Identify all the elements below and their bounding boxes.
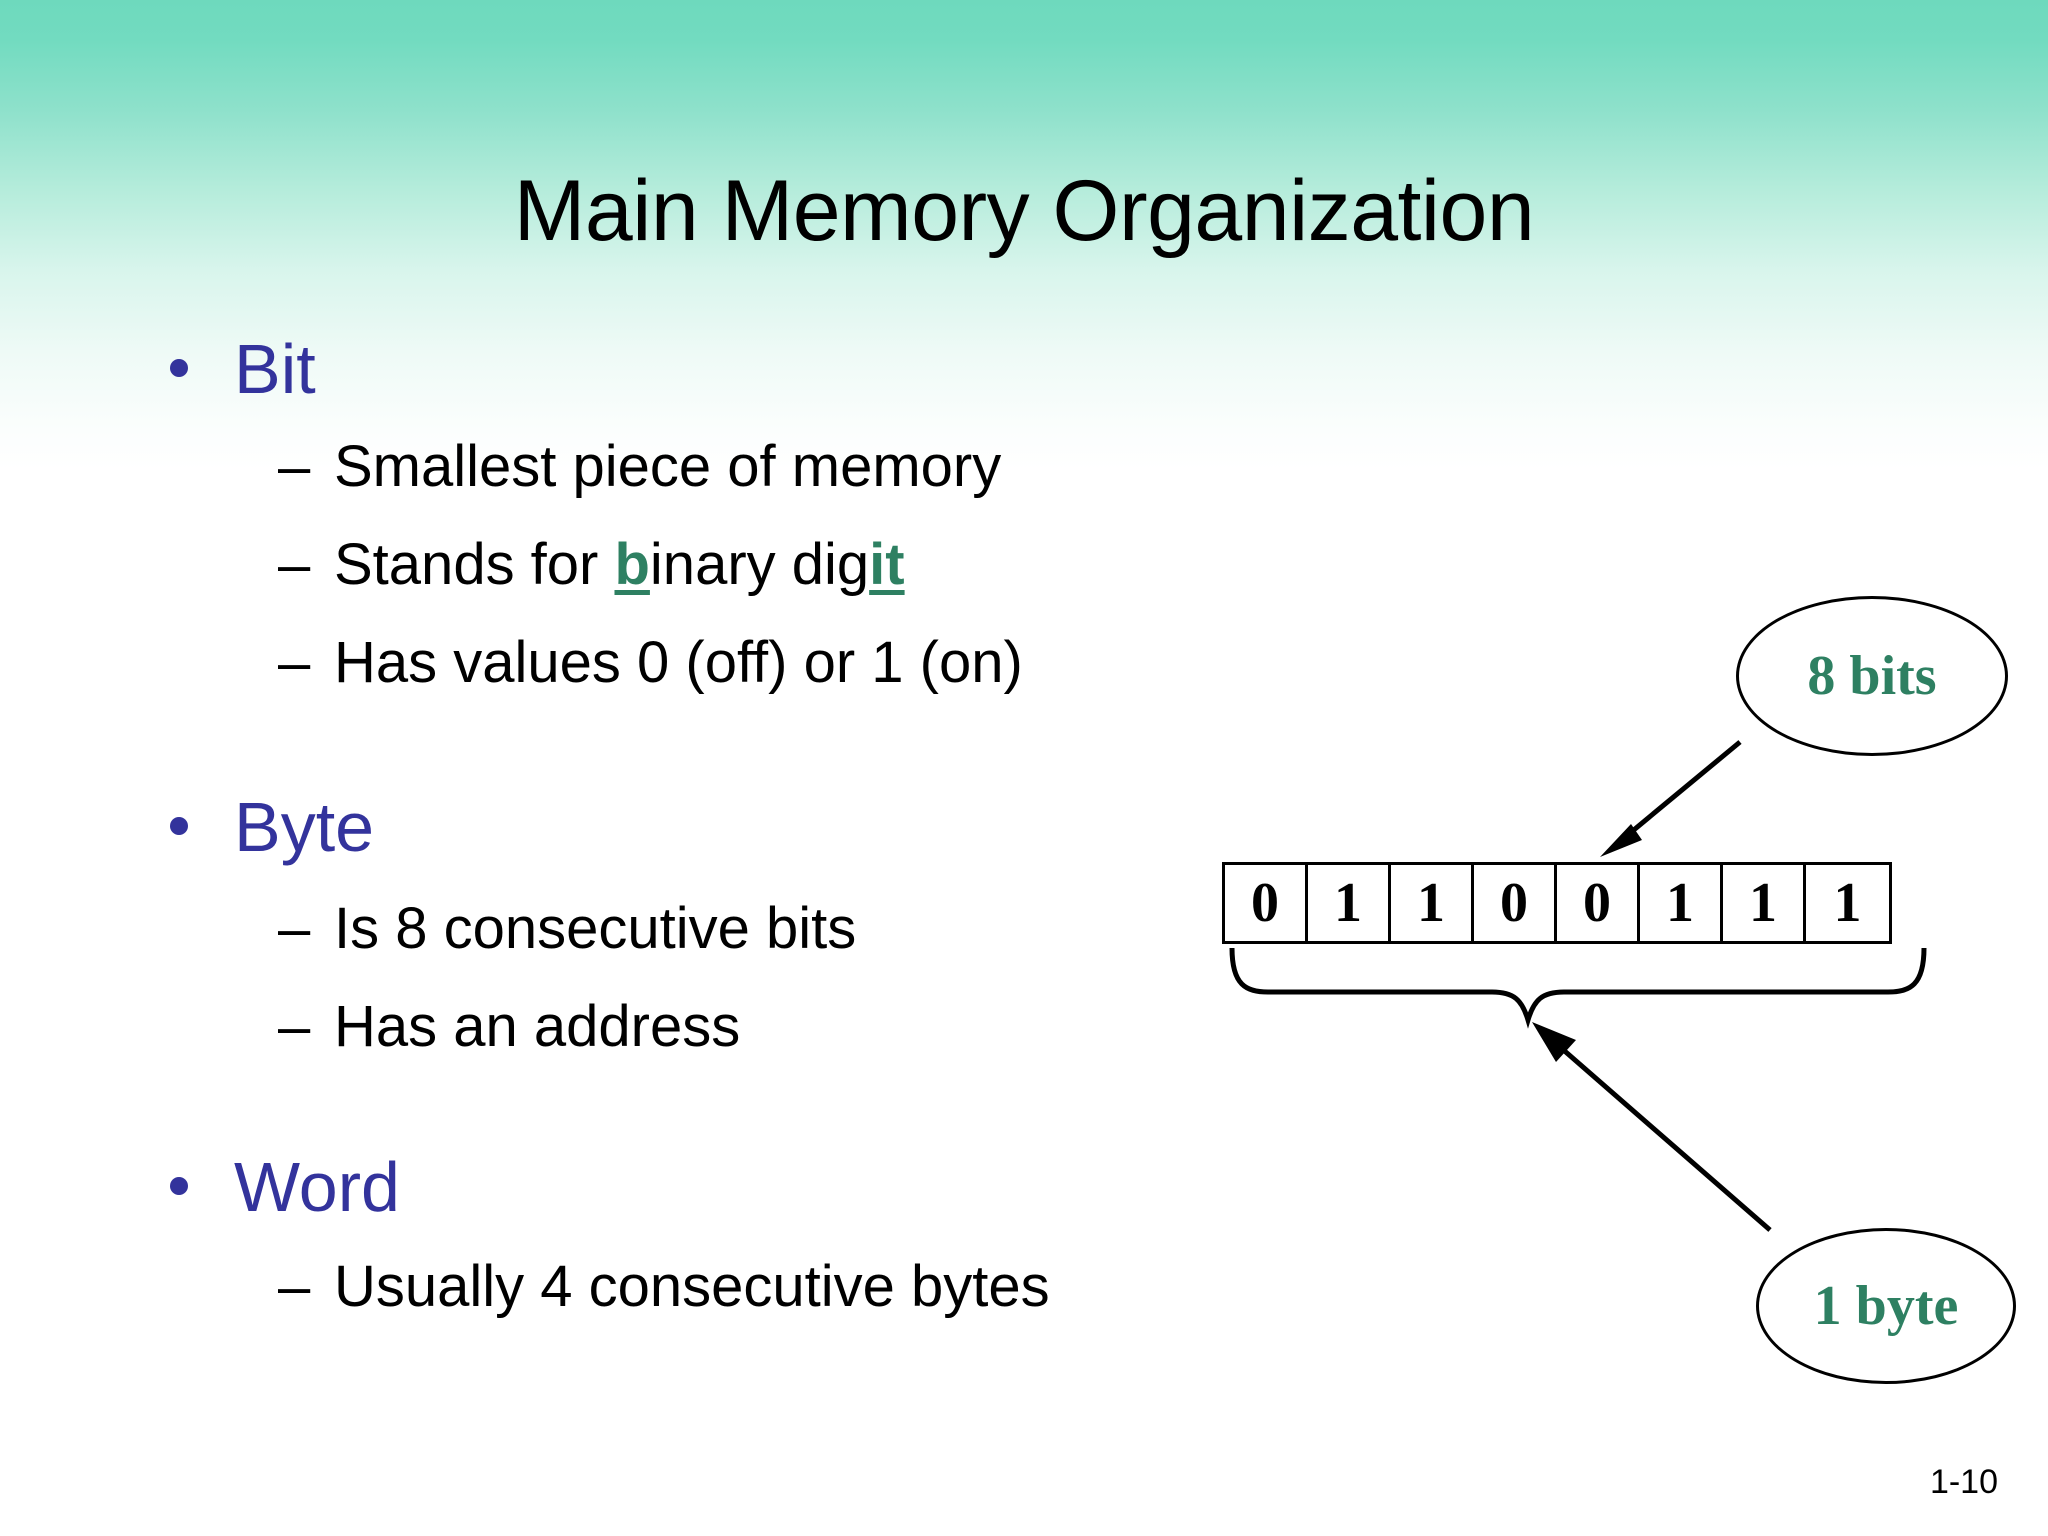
arrow-8bits-to-byte bbox=[1600, 740, 1742, 857]
callout-1-byte-label: 1 byte bbox=[1813, 1275, 1959, 1337]
callout-8-bits-label: 8 bits bbox=[1807, 645, 1937, 707]
text-run-green-it: it bbox=[869, 532, 905, 597]
bullet-dot-icon bbox=[170, 817, 188, 835]
sub-bullet-has-an-address: – Has an address bbox=[278, 998, 740, 1056]
bullet-label-word: Word bbox=[234, 1148, 400, 1226]
bit-cell: 1 bbox=[1833, 872, 1862, 934]
dash-icon: – bbox=[278, 630, 311, 695]
dash-icon: – bbox=[278, 532, 311, 597]
bullet-label-byte: Byte bbox=[234, 788, 375, 866]
bullet-label-bit: Bit bbox=[234, 330, 316, 408]
dash-icon: – bbox=[278, 994, 311, 1059]
bullet-item-byte: Byte bbox=[170, 792, 374, 862]
bullet-item-word: Word bbox=[170, 1152, 400, 1222]
sub-bullet-label: Stands for binary digit bbox=[334, 536, 905, 594]
dash-icon: – bbox=[278, 434, 311, 499]
byte-bit-row: 0 1 1 0 0 1 1 1 bbox=[1222, 862, 1892, 944]
sub-bullet-label: Is 8 consecutive bits bbox=[334, 896, 857, 961]
sub-bullet-binary-digit: – Stands for binary digit bbox=[278, 536, 905, 594]
bit-cell: 1 bbox=[1391, 865, 1474, 941]
sub-bullet-label: Has values 0 (off) or 1 (on) bbox=[334, 630, 1023, 695]
page-number: 1-10 bbox=[1929, 1463, 1998, 1501]
sub-bullet-8-consecutive-bits: – Is 8 consecutive bits bbox=[278, 900, 856, 958]
bit-cell: 1 bbox=[1308, 865, 1391, 941]
text-run-green-b: b bbox=[614, 532, 650, 597]
dash-icon: – bbox=[278, 896, 311, 961]
page-title: Main Memory Organization bbox=[513, 163, 1535, 259]
bit-cell: 1 bbox=[1723, 865, 1806, 941]
curly-brace-under-byte bbox=[1229, 947, 1927, 1029]
bit-cell: 0 bbox=[1225, 865, 1308, 941]
sub-bullet-has-values: – Has values 0 (off) or 1 (on) bbox=[278, 634, 1023, 692]
callout-8-bits: 8 bits bbox=[1736, 596, 2008, 756]
bit-cell: 0 bbox=[1474, 865, 1557, 941]
bullet-item-bit: Bit bbox=[170, 334, 316, 404]
bit-cell: 0 bbox=[1557, 865, 1640, 941]
arrow-1byte-to-brace bbox=[1532, 1022, 1772, 1232]
bullet-dot-icon bbox=[170, 1177, 188, 1195]
bit-cell: 1 bbox=[1640, 865, 1723, 941]
bullet-dot-icon bbox=[170, 359, 188, 377]
text-run-plain: Stands for bbox=[334, 532, 615, 597]
text-run-plain: inary dig bbox=[649, 532, 870, 597]
sub-bullet-label: Has an address bbox=[334, 994, 741, 1059]
background-gradient bbox=[0, 0, 2048, 470]
sub-bullet-smallest-piece: – Smallest piece of memory bbox=[278, 438, 1001, 496]
sub-bullet-usually-4-bytes: – Usually 4 consecutive bytes bbox=[278, 1258, 1050, 1316]
sub-bullet-label: Smallest piece of memory bbox=[334, 434, 1002, 499]
sub-bullet-label: Usually 4 consecutive bytes bbox=[334, 1254, 1050, 1319]
callout-1-byte: 1 byte bbox=[1756, 1228, 2016, 1384]
dash-icon: – bbox=[278, 1254, 311, 1319]
